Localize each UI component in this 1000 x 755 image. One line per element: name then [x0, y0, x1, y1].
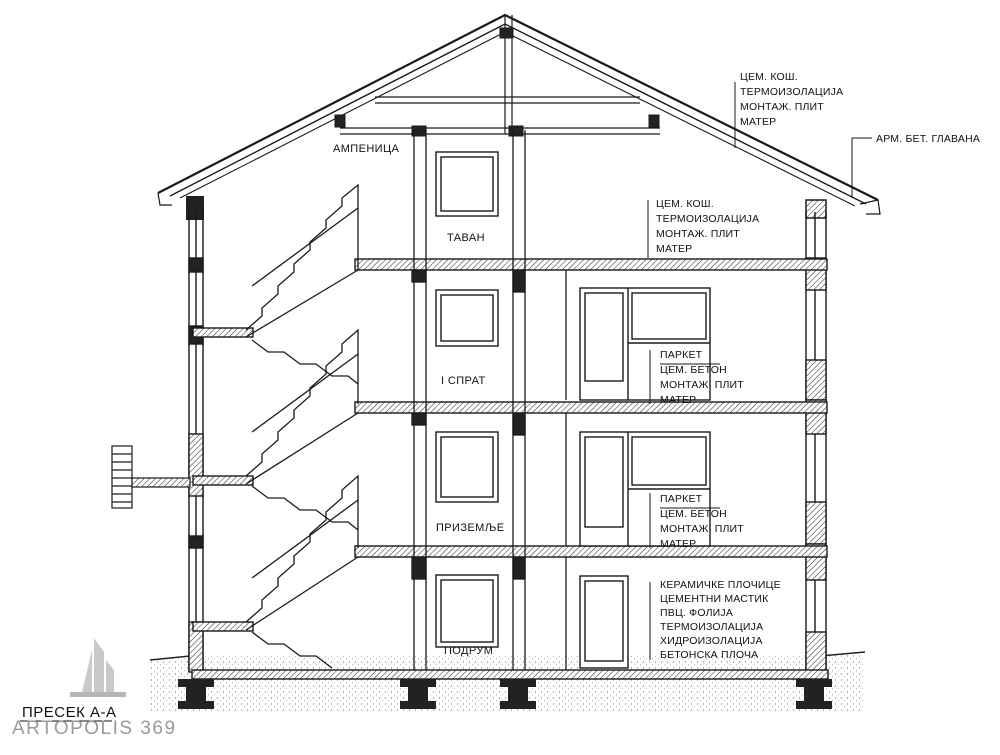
left-wall [188, 205, 204, 673]
attic-floor-note-4: МАТЕР [656, 243, 692, 255]
right-wall [805, 212, 827, 673]
attic-floor-note-2: ТЕРМОИЗОЛАЦИЈА [656, 213, 759, 225]
first-floor-note-1: ПАРКЕТ [660, 349, 703, 361]
inner-walls [411, 130, 567, 670]
stairs [245, 183, 359, 669]
room-label-prizemlje: ПРИЗЕМЉЕ [436, 522, 504, 534]
note-leaders [647, 82, 872, 660]
first-floor-note-2: ЦЕМ. БЕТОН [660, 364, 727, 376]
roof-note-4: МАТЕР [740, 116, 776, 128]
basement-floor-note-4: ТЕРМОИЗОЛАЦИЈА [660, 621, 763, 633]
gutter-note: АРМ. БЕТ. ГЛАВАНА [876, 133, 980, 145]
building-logo-icon [70, 638, 126, 697]
ground-floor-note-4: МАТЕР [660, 538, 696, 550]
watermark-text: ARTOPOLIS 369 [12, 718, 177, 739]
windows [435, 151, 711, 669]
basement-floor-note-3: ПВЦ. ФОЛИЈА [660, 607, 733, 619]
room-label-ampenica: АМПЕНИЦА [333, 143, 400, 155]
attic-floor-note-3: МОНТАЖ. ПЛИТ [656, 228, 740, 240]
roof-note-2: ТЕРМОИЗОЛАЦИЈА [740, 86, 843, 98]
first-floor-note-4: МАТЕР [660, 394, 696, 406]
floor-slabs [191, 258, 829, 680]
section-title: ПРЕСЕК А-А [22, 704, 117, 721]
basement-floor-note-1: КЕРАМИЧКЕ ПЛОЧИЦЕ [660, 579, 781, 591]
footings [178, 679, 832, 709]
entrance-steps [111, 445, 191, 509]
room-label-sprat: I СПРАТ [441, 375, 486, 387]
roof-note-1: ЦЕМ. КОШ. [740, 71, 798, 83]
ground-floor-note-3: МОНТАЖ. ПЛИТ [660, 523, 744, 535]
basement-floor-note-6: БЕТОНСКА ПЛОЧА [660, 649, 758, 661]
eave-blocks [186, 196, 827, 220]
basement-floor-note-2: ЦЕМЕНТНИ МАСТИК [660, 593, 769, 605]
first-floor-note-3: МОНТАЖ. ПЛИТ [660, 379, 744, 391]
ground-floor-note-1: ПАРКЕТ [660, 493, 703, 505]
roof-note-3: МОНТАЖ. ПЛИТ [740, 101, 824, 113]
room-label-podrum: ПОДРУМ [444, 645, 493, 657]
roof [157, 13, 881, 215]
room-label-tavan: ТАВАН [447, 232, 485, 244]
ground-floor-note-2: ЦЕМ. БЕТОН [660, 508, 727, 520]
basement-floor-note-5: ХИДРОИЗОЛАЦИЈА [660, 635, 763, 647]
attic-floor-note-1: ЦЕМ. КОШ. [656, 198, 714, 210]
